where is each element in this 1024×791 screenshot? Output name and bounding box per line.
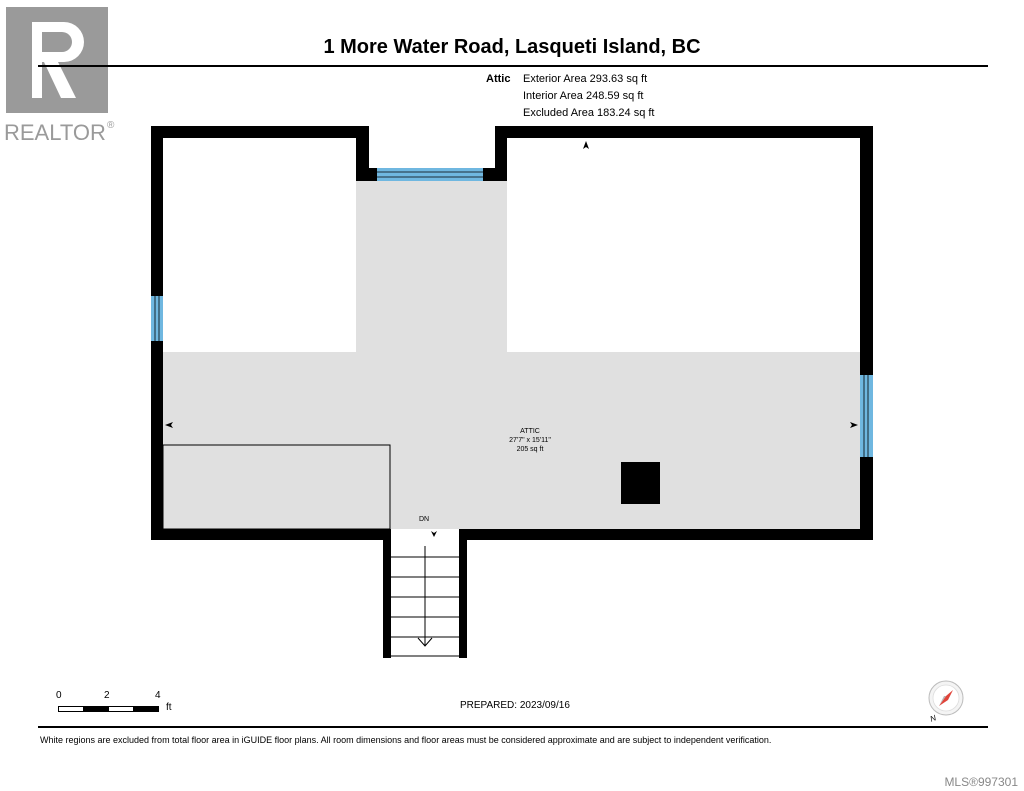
room-dimensions: 27'7" x 15'11"	[509, 437, 551, 444]
area-level-label: Attic	[486, 73, 511, 85]
logo-registered-mark: ®	[107, 120, 115, 131]
logo-text: REALTOR	[4, 120, 106, 145]
window-right	[860, 375, 873, 457]
window-top	[377, 168, 483, 181]
arrow-up-icon	[583, 141, 589, 149]
chimney-block	[621, 462, 660, 504]
excluded-area: Excluded Area 183.24 sq ft	[523, 107, 655, 119]
windows	[151, 168, 873, 457]
floor-area	[163, 180, 860, 529]
mls-number: MLS®997301	[944, 775, 1018, 789]
page-title: 1 More Water Road, Lasqueti Island, BC	[323, 36, 701, 58]
scale-tick-2: 2	[104, 690, 110, 701]
scale-bar	[58, 706, 159, 712]
dn-arrow-icon	[431, 531, 437, 537]
disclaimer-text: White regions are excluded from total fl…	[40, 735, 772, 745]
footer-divider	[38, 726, 988, 728]
scale-tick-0: 0	[56, 690, 62, 701]
stairs-down-label: DN	[419, 516, 430, 523]
stair-direction-arrow	[417, 546, 433, 647]
arrow-right-icon	[850, 422, 858, 428]
compass-north-label: N	[929, 713, 938, 724]
scale-tick-4: 4	[155, 690, 161, 701]
arrow-left-icon	[165, 422, 173, 428]
prepared-date: PREPARED: 2023/09/16	[460, 700, 570, 711]
header-divider	[38, 65, 988, 67]
window-left	[151, 296, 163, 341]
scale-unit: ft	[166, 702, 172, 713]
compass-icon: N	[928, 680, 964, 724]
exterior-area: Exterior Area 293.63 sq ft	[523, 73, 648, 85]
realtor-logo: REALTOR ®	[4, 7, 115, 145]
room-name: ATTIC	[520, 428, 540, 435]
room-area: 205 sq ft	[516, 446, 544, 453]
interior-area: Interior Area 248.59 sq ft	[523, 90, 644, 102]
